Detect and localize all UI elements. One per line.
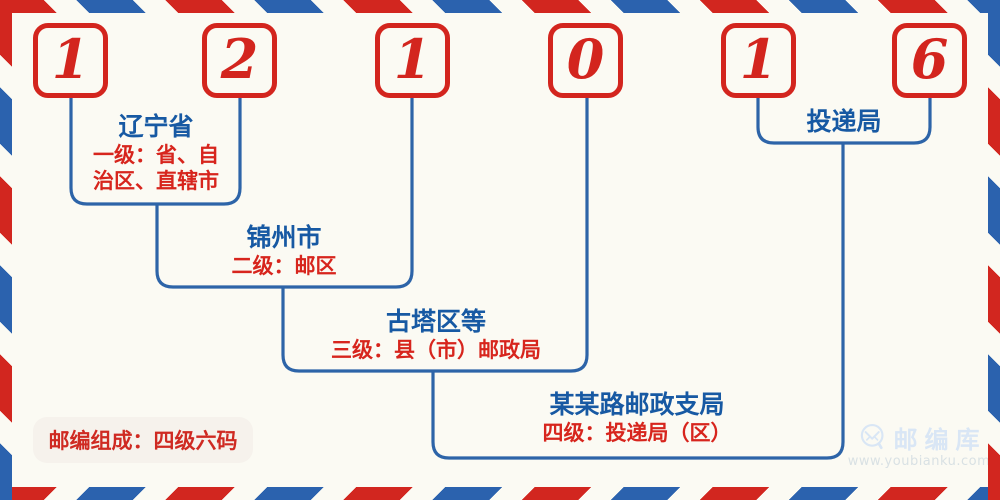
digit-box-6: 6 bbox=[892, 23, 967, 98]
brand-url: www.youbianku.com bbox=[847, 454, 991, 469]
label-level-1: 辽宁省 一级：省、自 治区、直辖市 bbox=[93, 111, 219, 194]
label-level-2: 锦州市 二级：邮区 bbox=[232, 222, 337, 279]
digit-3: 1 bbox=[393, 26, 432, 91]
level-3-desc: 三级：县（市）邮政局 bbox=[331, 338, 541, 362]
level-1-title: 辽宁省 bbox=[118, 112, 194, 141]
digit-box-4: 0 bbox=[548, 23, 623, 98]
level-4-title: 某某路邮政支局 bbox=[549, 390, 725, 419]
digit-box-1: 1 bbox=[33, 23, 108, 98]
label-level-3: 古塔区等 三级：县（市）邮政局 bbox=[331, 306, 541, 363]
airmail-border-top bbox=[0, 0, 1000, 13]
label-delivery-office: 投递局 bbox=[806, 106, 881, 137]
composition-note-badge: 邮编组成：四级六码 bbox=[33, 417, 253, 463]
airmail-border-left bbox=[0, 0, 12, 500]
label-level-4: 某某路邮政支局 四级：投递局（区） bbox=[543, 389, 732, 446]
level-3-title: 古塔区等 bbox=[385, 307, 486, 336]
envelope-magnifier-icon bbox=[860, 423, 884, 450]
level-1-desc-line-1: 一级：省、自 bbox=[93, 143, 219, 167]
bracket-level-3 bbox=[281, 96, 589, 373]
digit-1: 1 bbox=[51, 26, 90, 91]
bracket-level-4 bbox=[431, 143, 845, 460]
digit-6: 6 bbox=[910, 26, 949, 91]
digit-4: 0 bbox=[566, 26, 605, 91]
level-4-desc: 四级：投递局（区） bbox=[542, 421, 732, 445]
digit-box-5: 1 bbox=[721, 23, 796, 98]
digit-box-2: 2 bbox=[202, 23, 277, 98]
bracket-delivery-office bbox=[756, 96, 932, 145]
delivery-office-title: 投递局 bbox=[806, 107, 882, 136]
airmail-border-right bbox=[988, 0, 1000, 500]
brand-watermark: 邮编库 www.youbianku.com bbox=[844, 422, 994, 469]
airmail-border-bottom bbox=[0, 487, 1000, 500]
level-2-desc: 二级：邮区 bbox=[231, 254, 337, 278]
digit-2: 2 bbox=[220, 26, 259, 91]
composition-note-text: 邮编组成：四级六码 bbox=[48, 429, 238, 453]
brand-name: 邮编库 bbox=[893, 425, 987, 454]
level-1-desc-line-2: 治区、直辖市 bbox=[93, 169, 219, 193]
level-2-title: 锦州市 bbox=[246, 223, 322, 252]
digit-box-3: 1 bbox=[375, 23, 450, 98]
digit-5: 1 bbox=[739, 26, 778, 91]
